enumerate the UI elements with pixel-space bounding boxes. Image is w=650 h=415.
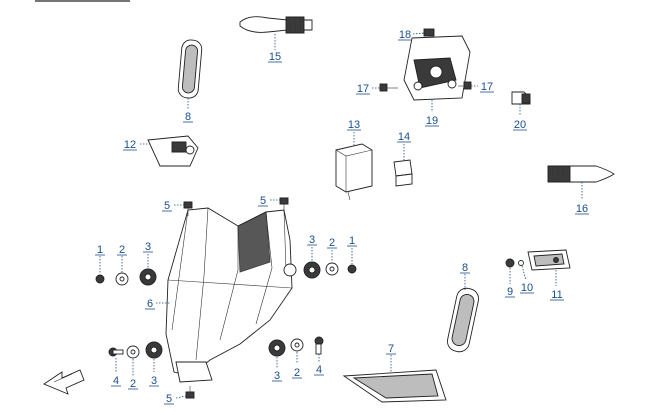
label-3-left: 3 [145, 241, 151, 253]
part-3-grommet-bottom-left[interactable] [145, 341, 163, 359]
label-20: 20 [514, 119, 526, 131]
part-17-screw-left[interactable] [379, 83, 398, 92]
label-5-top-left: 5 [164, 200, 170, 212]
label-18: 18 [399, 29, 411, 41]
part-10-washer[interactable] [518, 260, 524, 266]
label-3-bottom-right: 3 [274, 370, 280, 382]
part-2-washer-left[interactable] [115, 272, 129, 286]
part-5-screw-top-left[interactable] [183, 201, 193, 216]
part-3-grommet-bottom-right[interactable] [268, 339, 286, 357]
label-11: 11 [551, 289, 562, 301]
label-5-top-right: 5 [260, 195, 266, 207]
part-16-turn-signal-rear[interactable] [547, 165, 615, 183]
label-8-lower: 8 [462, 262, 468, 274]
label-4-bottom-right: 4 [316, 364, 322, 376]
label-1-right: 1 [349, 235, 355, 247]
label-4-bottom-left: 4 [113, 375, 119, 387]
part-19-headlight-bracket[interactable] [403, 35, 471, 101]
label-10: 10 [521, 282, 533, 294]
label-2-right: 2 [329, 237, 335, 249]
part-7-lens-panel[interactable] [342, 369, 447, 403]
part-2-washer-bottom-left[interactable] [126, 345, 140, 359]
part-17-screw-right[interactable] [458, 81, 472, 90]
label-3-bottom-left: 3 [151, 375, 157, 387]
part-13-control-unit[interactable] [335, 143, 373, 201]
part-5-screw-bottom[interactable] [185, 386, 195, 399]
part-1-nut-left[interactable] [95, 274, 105, 284]
label-3-right: 3 [309, 234, 315, 246]
part-6-headlight-assembly[interactable] [165, 207, 297, 383]
part-3-grommet-left[interactable] [139, 268, 157, 286]
part-12-bracket[interactable] [147, 135, 199, 167]
part-9-nut[interactable] [505, 258, 515, 268]
part-labels: 15 8 12 18 17 17 19 20 13 14 16 5 5 1 2 … [95, 29, 589, 405]
label-16: 16 [576, 203, 588, 215]
part-2-washer-right[interactable] [325, 262, 339, 276]
part-8-reflector-upper[interactable] [177, 39, 203, 99]
part-1-nut-right[interactable] [347, 264, 357, 274]
part-14-relay[interactable] [393, 159, 413, 187]
part-15-turn-signal-front[interactable] [239, 16, 313, 34]
label-17-right: 17 [481, 81, 493, 93]
label-2-bottom-left: 2 [130, 378, 136, 390]
label-19: 19 [426, 115, 438, 127]
label-8-upper: 8 [185, 111, 191, 123]
label-14: 14 [398, 131, 410, 143]
label-12: 12 [124, 139, 136, 151]
label-9: 9 [507, 286, 513, 298]
part-2-washer-bottom-right[interactable] [290, 338, 304, 352]
label-6: 6 [147, 298, 153, 310]
label-5-bottom: 5 [166, 393, 172, 405]
label-15: 15 [269, 51, 281, 63]
part-4-bolt-bottom-right[interactable] [314, 336, 324, 355]
part-4-bolt-bottom-left[interactable] [108, 347, 124, 357]
label-2-bottom-right: 2 [294, 367, 300, 379]
label-2-left: 2 [119, 244, 125, 256]
label-13: 13 [348, 119, 360, 131]
label-7: 7 [388, 343, 394, 355]
label-1-left: 1 [97, 244, 103, 256]
part-8-reflector-lower[interactable] [446, 286, 481, 353]
part-18-clip[interactable] [423, 28, 435, 37]
fwd-arrow-icon [43, 369, 85, 395]
part-11-plate-light[interactable] [527, 249, 571, 271]
part-20-connector[interactable] [511, 91, 531, 105]
part-3-grommet-right[interactable] [303, 261, 321, 279]
part-5-screw-top-right[interactable] [279, 197, 289, 212]
label-17-left: 17 [357, 83, 369, 95]
